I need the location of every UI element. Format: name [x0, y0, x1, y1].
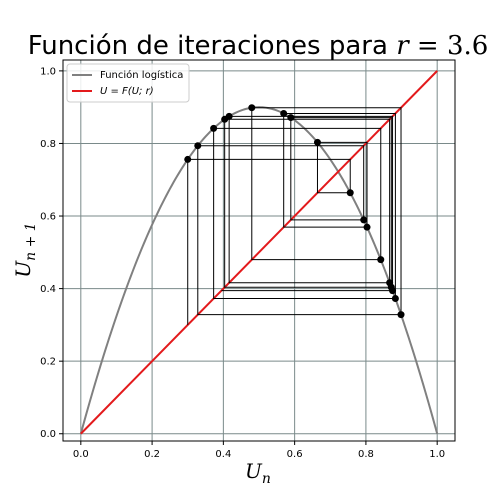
- cobweb-point: [280, 109, 288, 117]
- cobweb-layer: [187, 107, 402, 325]
- legend-label-identity: U = F(U; r): [100, 86, 154, 97]
- x-tick-label: 0.0: [73, 449, 89, 460]
- cobweb-point: [360, 216, 368, 224]
- y-tick-label: 0.6: [40, 212, 56, 223]
- series-layer: [79, 70, 439, 435]
- x-axis-title: Un: [245, 459, 271, 487]
- y-tick-label: 0.0: [40, 429, 56, 440]
- cobweb-point: [194, 142, 202, 150]
- cobweb-point: [248, 104, 256, 112]
- y-tick-label: 0.4: [40, 284, 56, 295]
- cobweb-point: [225, 112, 233, 120]
- cobweb-point: [391, 295, 399, 303]
- cobweb-point: [377, 256, 385, 264]
- y-axis-title: Un + 1: [11, 222, 39, 277]
- legend-label-logistic: Función logística: [100, 69, 183, 81]
- identity-line: [80, 70, 438, 435]
- cobweb-point: [397, 311, 405, 319]
- x-tick-label: 1.0: [429, 449, 445, 460]
- x-tick-label: 0.8: [358, 449, 374, 460]
- x-tick-label: 0.6: [287, 449, 303, 460]
- cobweb-point: [389, 287, 397, 295]
- cobweb-point: [313, 138, 321, 146]
- logistic-curve-line: [79, 106, 439, 435]
- ticks: 0.0 0.2 0.4 0.6 0.8 1.0 0.0 0.2 0.4 0.6 0.8 1.0: [40, 66, 445, 460]
- y-tick-label: 0.8: [40, 139, 56, 150]
- cobweb-point: [287, 114, 295, 122]
- cobweb-path: [187, 107, 402, 325]
- legend-box: [66, 63, 190, 103]
- chart-title: Función de iteraciones para r = 3.6: [28, 31, 489, 61]
- cobweb-point: [363, 223, 371, 231]
- plot-frame: [62, 59, 456, 442]
- y-tick-label: 1.0: [40, 66, 56, 77]
- y-tick-label: 0.2: [40, 357, 56, 368]
- plot-area: [63, 60, 455, 441]
- legend: Función logística U = F(U; r): [66, 63, 190, 103]
- x-tick-label: 0.4: [215, 449, 231, 460]
- cobweb-point: [346, 189, 354, 197]
- cobweb-markers: [184, 104, 405, 319]
- x-tick-label: 0.2: [144, 449, 160, 460]
- cobweb-point: [386, 279, 394, 287]
- cobweb-point: [184, 155, 192, 163]
- cobweb-point: [210, 124, 218, 132]
